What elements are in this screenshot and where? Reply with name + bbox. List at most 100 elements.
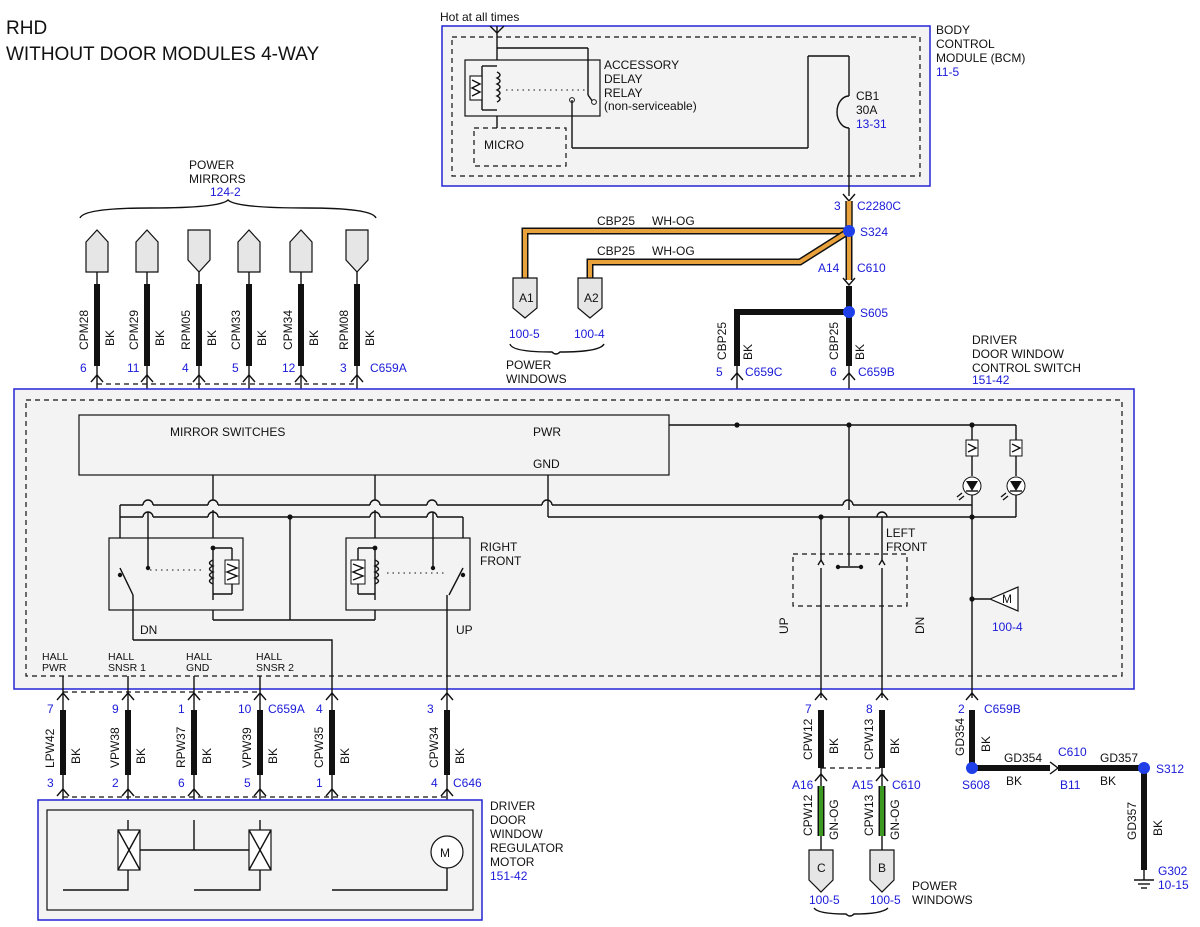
rw0-circuit: CPW12 (801, 718, 815, 760)
window-regulator-motor: M (37, 799, 483, 921)
gd354-h: GD354 (1004, 751, 1042, 765)
cbp-c659b-circuit: CBP25 (827, 322, 841, 360)
hall-0-l2: PWR (42, 662, 67, 674)
motor-connector-icon (988, 586, 1019, 612)
c659a-bot-label: C659A (268, 702, 305, 716)
rw0-pin-top: 7 (805, 702, 812, 716)
mirror-switches-block (78, 414, 670, 476)
rf-label-2: FRONT (480, 554, 522, 568)
s312-label: S312 (1156, 762, 1184, 776)
window-wires (808, 691, 895, 917)
connector-c (808, 849, 834, 893)
rw0-ref: 100-5 (809, 893, 840, 907)
s608-label: S608 (962, 778, 990, 792)
cbp-c659b-color: BK (853, 344, 867, 360)
rw0-color2: GN-OG (827, 799, 841, 840)
bw1-circuit: VPW38 (108, 727, 122, 768)
cbp-wire2-color: WH-OG (652, 244, 695, 258)
bw3-color: BK (266, 748, 280, 764)
mw1-pin: 11 (127, 361, 140, 375)
bw2-color: BK (200, 748, 214, 764)
lf-label-2: FRONT (886, 540, 928, 554)
cbp-c659c-circuit: CBP25 (715, 322, 729, 360)
bcm-ref: 11-5 (936, 65, 959, 79)
c610-bot-label: C610 (892, 778, 921, 792)
pw-top-label-1: POWER (506, 358, 552, 372)
lf-label-1: LEFT (886, 526, 916, 540)
bw3-pin-bot: 5 (244, 776, 251, 790)
mw0-circuit: CPM28 (77, 310, 91, 350)
bcm-name-1: BODY (936, 23, 970, 37)
connector-a1: A1 100-5 (509, 277, 540, 341)
a2-ref: 100-4 (574, 327, 605, 341)
bw4-pin-top: 4 (316, 702, 323, 716)
mw3-color: BK (255, 330, 269, 346)
mw2-circuit: RPM05 (179, 310, 193, 350)
gnd-label: GND (533, 457, 560, 471)
mirror-wires (94, 272, 360, 366)
pw-bot-label-2: WINDOWS (912, 893, 973, 907)
gd357-h-color: BK (1100, 774, 1116, 788)
mw1-circuit: CPM29 (127, 310, 141, 350)
bw0-circuit: LPW42 (43, 728, 57, 768)
relay-label-2: DELAY (604, 72, 642, 86)
motor-name-1: DRIVER (490, 799, 536, 813)
motor-name-3: WINDOW (490, 827, 543, 841)
bw4-color: BK (338, 748, 352, 764)
switch-name-3: CONTROL SWITCH (972, 361, 1081, 375)
switch-name-1: DRIVER (972, 333, 1018, 347)
c610-ground: C610 (1058, 745, 1087, 759)
power-mirrors-brace (79, 199, 377, 219)
relay-label-4: (non-serviceable) (604, 99, 697, 113)
a1-ref: 100-5 (509, 327, 540, 341)
rw0-circuit2: CPW12 (801, 794, 815, 836)
rw1-pin-top: 8 (866, 702, 873, 716)
c646-label: C646 (453, 776, 482, 790)
rw1-circuit: CPW13 (862, 718, 876, 760)
gd357-h: GD357 (1100, 751, 1138, 765)
motor-ref-label: 100-4 (992, 620, 1023, 634)
s324-label: S324 (860, 225, 888, 239)
circuit-breaker-icon (836, 95, 850, 129)
s324-splice (843, 225, 855, 237)
relay-label-1: ACCESSORY (604, 58, 679, 72)
rw0-pin-bot: A16 (792, 778, 814, 792)
relay-coil-icon (495, 71, 501, 103)
bcm-name-2: CONTROL (936, 37, 995, 51)
rw1-color: BK (888, 738, 902, 754)
motor-ref: 151-42 (490, 869, 528, 883)
bw0-pin-top: 7 (47, 702, 54, 716)
mw4-pin: 12 (282, 361, 296, 375)
bw3-pin-top: 10 (238, 702, 252, 716)
bw1-pin-bot: 2 (112, 776, 119, 790)
mw5-pin: 3 (340, 361, 347, 375)
b11-label: B11 (1060, 778, 1081, 792)
bcm-name-3: MODULE (BCM) (936, 51, 1025, 65)
motor-name-5: MOTOR (490, 855, 535, 869)
rf-switch-left-box (108, 537, 244, 611)
rw0-color: BK (827, 738, 841, 754)
s605-splice (843, 306, 855, 318)
rf-up-label: UP (456, 623, 473, 637)
title-line2: WITHOUT DOOR MODULES 4-WAY (6, 44, 319, 65)
relay-resistor-icon (469, 75, 483, 101)
c610-top-pin: A14 (818, 261, 840, 275)
cb-name: CB1 (856, 89, 880, 103)
g302-label: G302 (1158, 864, 1188, 878)
a1-label: A1 (519, 291, 534, 305)
c659b-connector: C659B (858, 365, 895, 379)
mw4-color: BK (307, 330, 321, 346)
bw5-color: BK (453, 748, 467, 764)
switch-ref: 151-42 (972, 373, 1010, 387)
bw5-pin-top: 3 (427, 702, 434, 716)
bw2-pin-bot: 6 (178, 776, 185, 790)
switch-module: DRIVER DOOR WINDOW CONTROL SWITCH 151-42… (13, 333, 1135, 698)
lf-switch-box (792, 553, 908, 607)
mw1-color: BK (153, 330, 167, 346)
s605-label: S605 (860, 306, 888, 320)
bw1-color: BK (134, 748, 148, 764)
rf-coil-right-icon (373, 559, 380, 585)
cbp-wire1-color: WH-OG (652, 214, 695, 228)
micro-label: MICRO (484, 138, 524, 152)
cbp-wire2-circuit: CBP25 (597, 244, 635, 258)
